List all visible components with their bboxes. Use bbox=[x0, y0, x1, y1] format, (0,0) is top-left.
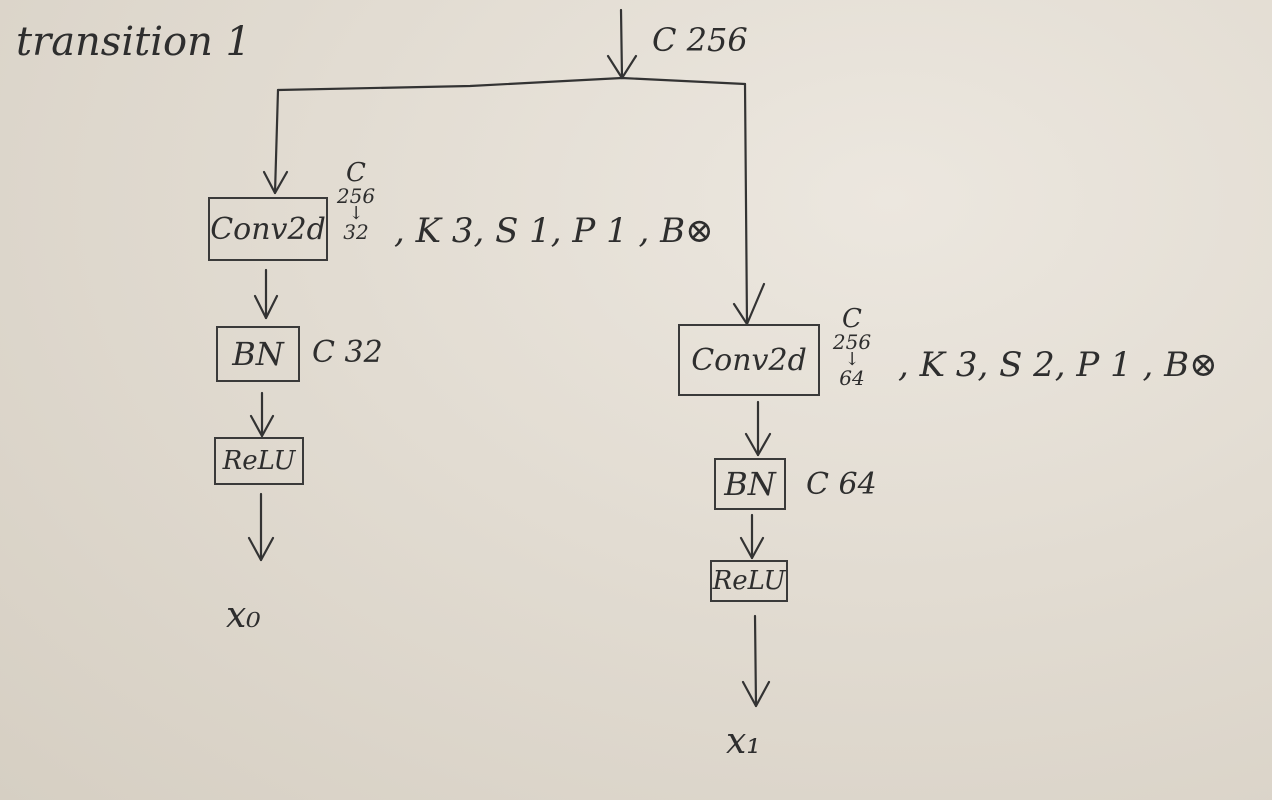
right-conv-bn-arrowhead bbox=[744, 432, 772, 457]
left-conv-channel-out: 32 bbox=[343, 220, 369, 245]
right-conv-params: , K 3, S 2, P 1 , B⊗ bbox=[898, 345, 1218, 385]
input-channel-label: C 256 bbox=[652, 21, 748, 59]
left-branch-arrowhead bbox=[262, 170, 289, 195]
left-conv-params: , K 3, S 1, P 1 , B⊗ bbox=[394, 211, 714, 251]
right-conv-channel-arrow-icon: ↓ bbox=[844, 349, 860, 370]
right-relu-block: ReLU bbox=[710, 560, 788, 602]
right-output-arrowhead bbox=[741, 680, 771, 708]
left-branch-line bbox=[273, 88, 280, 195]
right-conv2d-block: Conv2d bbox=[678, 324, 820, 396]
left-bn-channels: C 32 bbox=[312, 335, 383, 370]
left-bn-block: BN bbox=[216, 326, 300, 382]
left-bn-relu-arrowhead bbox=[249, 414, 275, 438]
right-output-arrow bbox=[753, 614, 758, 708]
right-conv-channel-c: C bbox=[842, 304, 862, 334]
left-conv-channels: C 256 ↓ 32 bbox=[336, 160, 376, 242]
right-bn-block: BN bbox=[714, 458, 786, 510]
left-conv2d-block: Conv2d bbox=[208, 197, 328, 261]
right-bn-relu-arrowhead bbox=[739, 536, 765, 560]
right-branch-arrowhead bbox=[732, 282, 766, 326]
diagram-title: transition 1 bbox=[16, 19, 251, 65]
left-conv-channel-c: C bbox=[346, 158, 366, 188]
right-branch-line bbox=[743, 82, 749, 326]
right-output-label: x₁ bbox=[726, 721, 761, 762]
right-conv-channels: C 256 ↓ 64 bbox=[830, 306, 874, 388]
left-output-label: x₀ bbox=[226, 595, 261, 636]
left-relu-block: ReLU bbox=[214, 437, 304, 485]
left-output-arrowhead bbox=[247, 536, 275, 562]
split-line bbox=[276, 76, 747, 92]
right-conv-channel-in: 256 bbox=[832, 330, 872, 354]
right-bn-channels: C 64 bbox=[806, 467, 877, 502]
left-conv-channel-in: 256 bbox=[336, 184, 376, 208]
left-conv-bn-arrowhead bbox=[253, 294, 279, 320]
left-conv-channel-arrow-icon: ↓ bbox=[348, 203, 364, 224]
input-arrow bbox=[619, 8, 624, 80]
right-conv-channel-out: 64 bbox=[839, 366, 865, 391]
